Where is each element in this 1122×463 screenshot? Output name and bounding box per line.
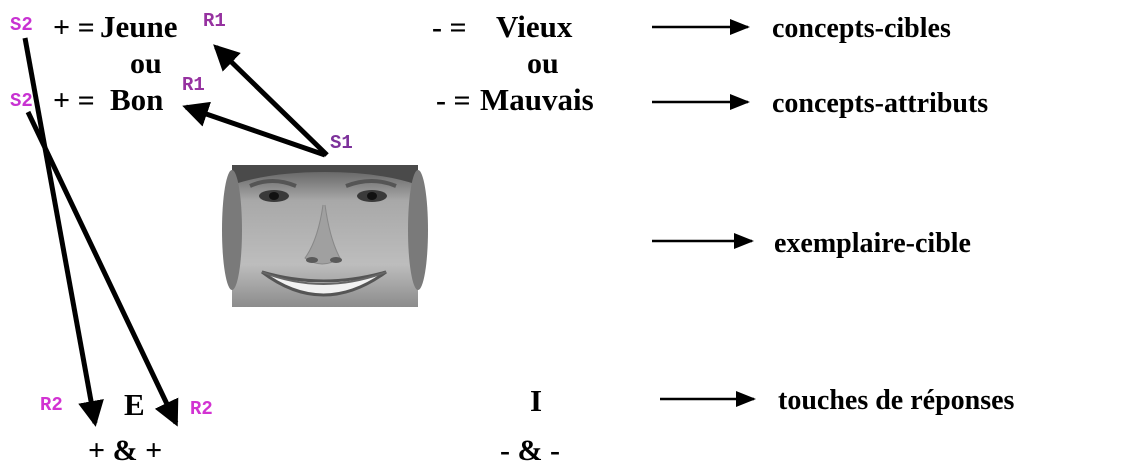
- s2-label-bottom: S2: [10, 90, 33, 112]
- r2-label-right: R2: [190, 398, 213, 420]
- minus-equals-bottom: - =: [436, 84, 471, 117]
- plus-equals-bottom: + =: [53, 84, 95, 117]
- r2-label-left: R2: [40, 394, 63, 416]
- label-concepts-cibles: concepts-cibles: [772, 13, 951, 44]
- arrow-s1-to-jeune: [213, 44, 329, 157]
- r1-label-bottom: R1: [182, 74, 205, 96]
- label-bon: Bon: [110, 82, 163, 117]
- r1-label-top: R1: [203, 10, 226, 32]
- label-ou-left: ou: [130, 47, 162, 80]
- label-concepts-attributs: concepts-attributs: [772, 88, 988, 119]
- s2-label-top: S2: [10, 14, 33, 36]
- arrow-s1-to-bon: [182, 101, 326, 158]
- plus-and-plus: + & +: [88, 434, 162, 463]
- label-touches: touches de réponses: [778, 385, 1015, 416]
- plus-equals-top: + =: [53, 11, 95, 44]
- key-e: E: [124, 387, 145, 422]
- arrow-s2-bon-to-e: [25, 110, 179, 427]
- s1-label: S1: [330, 132, 353, 154]
- minus-equals-top: - =: [432, 11, 467, 44]
- label-jeune: Jeune: [100, 9, 178, 44]
- smiling-face-photo: [222, 165, 428, 307]
- label-exemplaire-cible: exemplaire-cible: [774, 228, 971, 259]
- minus-and-minus: - & -: [500, 434, 560, 463]
- arrow-s2-jeune-to-e: [22, 37, 104, 427]
- label-mauvais: Mauvais: [480, 82, 594, 117]
- key-i: I: [530, 383, 542, 418]
- label-ou-middle: ou: [527, 47, 559, 80]
- label-vieux: Vieux: [496, 9, 573, 44]
